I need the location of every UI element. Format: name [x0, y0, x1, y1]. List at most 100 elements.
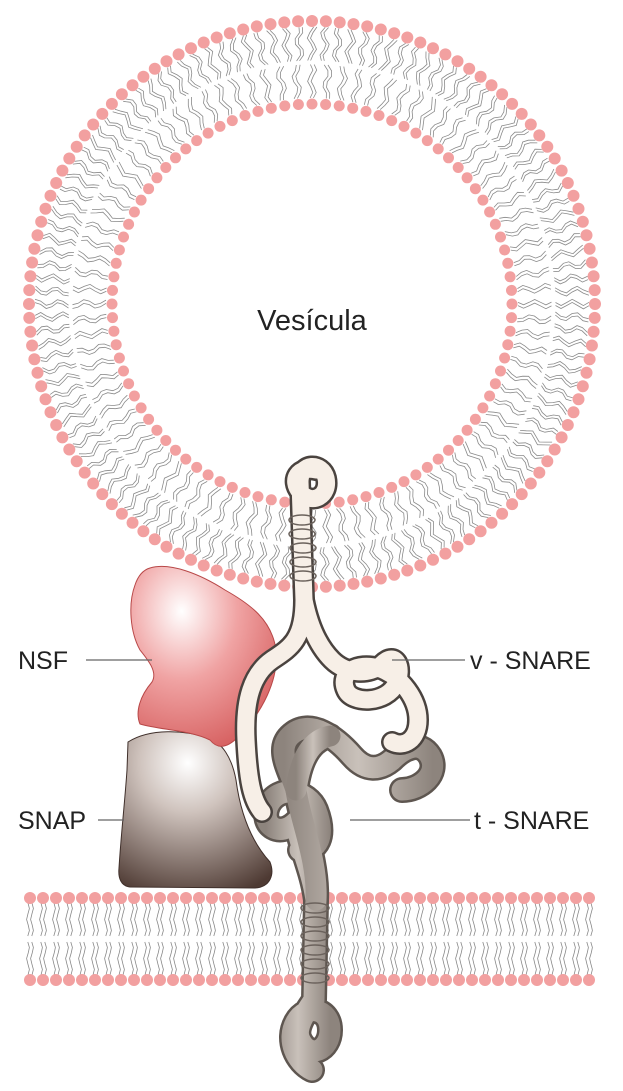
lipid-tail: [68, 416, 96, 435]
lipid-head: [258, 974, 270, 986]
lipid-head: [484, 391, 495, 402]
lipid-head: [63, 892, 75, 904]
lipid-tail: [128, 150, 152, 174]
lipid-head: [361, 491, 372, 502]
lipid-tail: [547, 903, 550, 936]
lipid-head: [589, 298, 601, 310]
lipid-tail: [421, 942, 424, 975]
lipid-tail: [330, 942, 333, 975]
lipid-head: [477, 195, 488, 206]
lipid-head: [76, 892, 88, 904]
lipid-tail: [40, 903, 43, 936]
lipid-head: [477, 402, 488, 413]
lipid-tail: [499, 942, 502, 975]
lipid-head: [279, 100, 290, 111]
lipid-tail: [544, 221, 577, 231]
lipid-head: [306, 15, 318, 27]
lipid-head: [170, 445, 181, 456]
lipid-head: [102, 974, 114, 986]
lipid-tail: [131, 942, 134, 975]
lipid-head: [24, 270, 36, 282]
lipid-head: [581, 229, 593, 241]
lipid-head: [388, 27, 400, 39]
lipid-tail: [50, 384, 82, 394]
lipid-head: [452, 55, 464, 67]
lipid-tail: [516, 267, 548, 277]
lipid-head: [211, 32, 223, 44]
lipid-head: [516, 488, 528, 500]
lipid-tail: [241, 36, 251, 69]
lipid-tail: [278, 903, 281, 936]
lipid-tail: [27, 942, 30, 975]
lipid-head: [427, 974, 439, 986]
lipid-tail: [553, 339, 586, 347]
lipid-tail: [188, 99, 201, 130]
lipid-tail: [419, 480, 440, 507]
lipid-head: [143, 183, 154, 194]
lipid-tail: [202, 529, 219, 558]
lipid-head: [284, 892, 296, 904]
lipid-head: [362, 892, 374, 904]
lipid-head: [525, 119, 537, 131]
lipid-head: [499, 245, 510, 256]
lipid-tail: [86, 372, 118, 383]
lipid-head: [475, 525, 487, 537]
lipid-tail: [538, 903, 541, 936]
lipid-head: [570, 892, 582, 904]
lipid-head: [278, 16, 290, 28]
lipid-head: [589, 284, 601, 296]
lipid-head: [422, 462, 433, 473]
lipid-tail: [365, 503, 375, 535]
lipid-tail: [486, 903, 489, 936]
lipid-tail: [545, 224, 578, 233]
lipid-head: [253, 491, 264, 502]
lipid-tail: [60, 189, 92, 201]
lipid-head: [533, 129, 545, 141]
lipid-tail: [87, 375, 119, 387]
lipid-head: [237, 573, 249, 585]
lipid-tail: [287, 903, 290, 936]
lipid-tail: [544, 377, 577, 387]
lipid-head: [544, 892, 556, 904]
lipid-tail: [384, 536, 393, 569]
lipid-tail: [148, 942, 151, 975]
lipid-tail: [213, 903, 216, 936]
lipid-tail: [417, 942, 420, 975]
lipid-head: [23, 284, 35, 296]
lipid-head: [399, 476, 410, 487]
lipid-tail: [488, 412, 519, 425]
lipid-tail: [553, 260, 586, 269]
lipid-tail: [185, 480, 205, 507]
lipid-head: [549, 153, 561, 165]
lipid-tail: [118, 903, 121, 936]
lipid-tail: [391, 903, 394, 936]
lipid-head: [541, 141, 553, 153]
lipid-tail: [96, 903, 99, 936]
lipid-tail: [123, 435, 153, 452]
lipid-head: [374, 110, 385, 121]
lipid-head: [334, 580, 346, 592]
lipid-tail: [109, 942, 112, 975]
lipid-head: [495, 232, 506, 243]
lipid-tail: [135, 903, 138, 936]
lipid-tail: [447, 903, 450, 936]
lipid-tail: [577, 903, 580, 936]
lipid-head: [154, 974, 166, 986]
lipid-head: [484, 207, 495, 218]
lipid-tail: [98, 197, 129, 211]
lipid-head: [399, 121, 410, 132]
lipid-head: [586, 340, 598, 352]
lipid-tail: [137, 447, 163, 468]
lipid-head: [180, 892, 192, 904]
lipid-head: [173, 48, 185, 60]
lipid-head: [203, 128, 214, 139]
lipid-tail: [239, 942, 242, 975]
lipid-head: [414, 892, 426, 904]
lipid-head: [375, 573, 387, 585]
lipid-head: [577, 216, 589, 228]
lipid-tail: [469, 942, 472, 975]
lipid-tail: [534, 942, 537, 975]
lipid-head: [427, 892, 439, 904]
lipid-tail: [434, 942, 437, 975]
lipid-tail: [252, 942, 255, 975]
